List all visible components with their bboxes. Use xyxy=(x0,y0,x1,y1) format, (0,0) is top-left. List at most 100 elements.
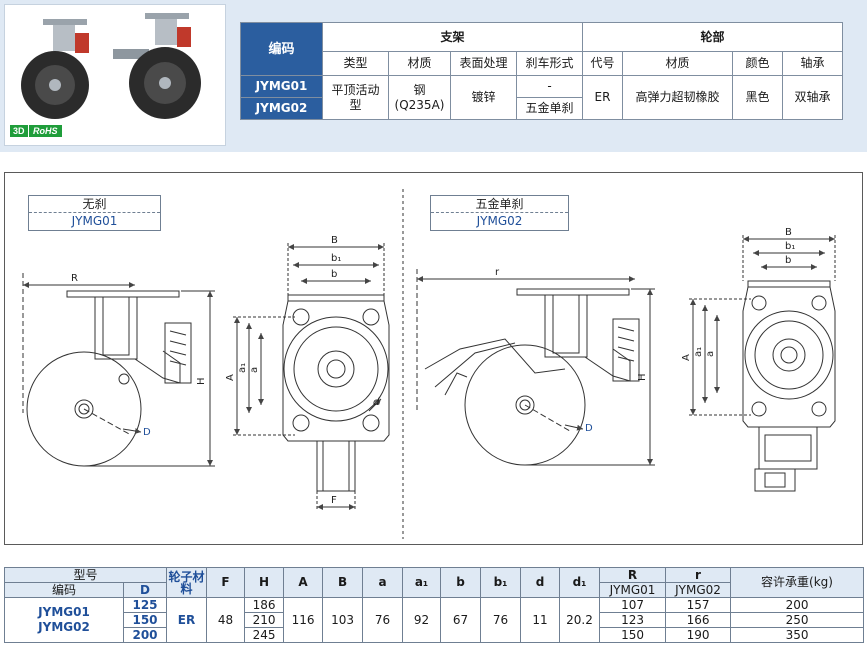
dim-hd-d: d xyxy=(520,567,561,598)
dim-hd-R: R xyxy=(599,567,667,583)
spec-wheel-code: ER xyxy=(582,75,623,120)
dim-D-1: 125 xyxy=(122,597,168,613)
dim-label-R: R xyxy=(71,273,78,284)
dim-hd-wheel-material: 轮子材料 xyxy=(166,567,208,598)
side-view-left xyxy=(26,290,192,467)
dim-wheel-material: ER xyxy=(166,597,208,643)
front-view-right xyxy=(742,280,836,492)
table-row: JYMG01 JYMG02 125 ER 48 186 116 103 76 9… xyxy=(4,597,865,643)
dim-label-b-right: b xyxy=(785,255,791,266)
spec-wheel-group: 轮部 xyxy=(582,22,843,52)
spec-col-color: 颜色 xyxy=(732,51,783,76)
dim-hd-d1: d₁ xyxy=(559,567,601,598)
dim-hd-a: a xyxy=(362,567,404,598)
dim-D-2: 150 xyxy=(122,612,168,628)
spec-col-surface: 表面处理 xyxy=(450,51,517,76)
spec-col-wheel-material: 材质 xyxy=(622,51,733,76)
dim-hd-H: H xyxy=(244,567,285,598)
spec-col-wheel-code: 代号 xyxy=(582,51,623,76)
spec-color: 黑色 xyxy=(732,75,783,120)
spec-code-2: JYMG02 xyxy=(240,97,323,120)
dim-A: 116 xyxy=(283,597,324,643)
dim-hd-a1: a₁ xyxy=(402,567,442,598)
dim-load-2: 250 xyxy=(730,612,865,628)
spec-table: 编码 支架 轮部 类型 材质 表面处理 刹车形式 代号 材质 颜色 轴承 JYM… xyxy=(240,22,843,120)
dim-B: 103 xyxy=(322,597,364,643)
3d-badge: 3D xyxy=(10,125,28,137)
dim-R-3: 150 xyxy=(599,627,667,643)
dim-label-b-left: b xyxy=(331,269,337,280)
product-header: 3D RoHS 编码 支架 轮部 类型 材质 表面处理 刹车形式 代号 材质 颜… xyxy=(0,0,867,152)
dim-label-a-right: a xyxy=(705,351,716,357)
dim-label-H-left: H xyxy=(196,377,207,385)
dim-label-B-right: B xyxy=(785,227,792,238)
dim-label-d-left: d xyxy=(373,397,380,408)
spec-col-material: 材质 xyxy=(388,51,451,76)
spec-type: 平顶活动型 xyxy=(322,75,389,120)
spec-brake-1: - xyxy=(516,75,583,98)
dim-label-D-left: D xyxy=(143,427,151,438)
dim-r-3: 190 xyxy=(665,627,732,643)
dim-H-2: 210 xyxy=(244,612,285,628)
dim-label-F: F xyxy=(331,495,337,506)
table-row: 200 245 150 190 350 xyxy=(5,627,865,643)
product-photo xyxy=(4,4,226,146)
spec-code-1: JYMG01 xyxy=(240,75,323,98)
dim-label-H-right: H xyxy=(637,373,648,381)
dim-label-a-left: a xyxy=(249,367,260,373)
dim-R-1: 107 xyxy=(599,597,667,613)
label-no-brake-code: JYMG01 xyxy=(71,214,118,228)
dim-codes: JYMG01 JYMG02 xyxy=(4,597,124,643)
dim-hd-r-sub: JYMG02 xyxy=(665,582,732,598)
spec-brake-2: 五金单刹 xyxy=(516,97,583,120)
dim-hd-F: F xyxy=(206,567,246,598)
dim-hd-model: 型号 xyxy=(3,567,168,583)
dim-F: 48 xyxy=(206,597,246,643)
technical-drawing: R H D B b₁ b A a₁ a F d r H D B b₁ b A a… xyxy=(4,172,863,545)
dim-hd-r: r xyxy=(665,567,732,583)
dim-hd-b1: b₁ xyxy=(480,567,522,598)
spec-wheel-material: 高弹力超韧橡胶 xyxy=(622,75,733,120)
dim-hd-b: b xyxy=(440,567,482,598)
side-view-right xyxy=(424,288,640,466)
label-brake: 五金单刹 JYMG02 xyxy=(430,195,569,231)
dim-hd-code: 编码 xyxy=(4,582,124,598)
dim-R-2: 123 xyxy=(599,612,667,628)
dim-label-a1-right: a₁ xyxy=(693,347,704,357)
spec-material: 钢(Q235A) xyxy=(388,75,451,120)
dim-r-2: 166 xyxy=(665,612,732,628)
dim-a1: 92 xyxy=(402,597,442,643)
dim-hd-load: 容许承重(kg) xyxy=(730,567,865,598)
label-brake-code: JYMG02 xyxy=(476,214,523,228)
dim-hd-D: D xyxy=(122,582,168,598)
dim-H-3: 245 xyxy=(244,627,285,643)
dim-hd-R-sub: JYMG01 xyxy=(599,582,667,598)
label-no-brake: 无刹 JYMG01 xyxy=(28,195,161,231)
spec-col-type: 类型 xyxy=(322,51,389,76)
dim-a: 76 xyxy=(362,597,404,643)
caster-photo-left xyxy=(21,19,89,119)
dim-label-A-left: A xyxy=(225,374,236,381)
spec-col-brake: 刹车形式 xyxy=(516,51,583,76)
dim-b1: 76 xyxy=(480,597,522,643)
dim-hd-A: A xyxy=(283,567,324,598)
label-brake-title: 五金单刹 xyxy=(431,196,568,213)
dimension-table: 型号 轮子材料 F H A B a a₁ b b₁ d d₁ R r 容许承重(… xyxy=(3,567,865,643)
spec-col-bearing: 轴承 xyxy=(782,51,843,76)
spec-surface: 镀锌 xyxy=(450,75,517,120)
dim-r-1: 157 xyxy=(665,597,732,613)
dim-d: 11 xyxy=(520,597,561,643)
spec-code-header: 编码 xyxy=(240,22,323,76)
dim-label-D-right: D xyxy=(585,423,593,434)
drawing-canvas: R H D B b₁ b A a₁ a F d r H D B b₁ b A a… xyxy=(22,189,836,539)
dim-hd-B: B xyxy=(322,567,364,598)
dim-label-b1-left: b₁ xyxy=(331,253,341,264)
dim-label-r: r xyxy=(495,267,500,278)
dim-label-A-right: A xyxy=(681,354,692,361)
dim-load-3: 350 xyxy=(730,627,865,643)
dim-label-B-left: B xyxy=(331,235,338,246)
dim-label-b1-right: b₁ xyxy=(785,241,795,252)
front-view-left xyxy=(282,294,390,492)
spec-bearing: 双轴承 xyxy=(782,75,843,120)
dim-D-3: 200 xyxy=(122,627,168,643)
